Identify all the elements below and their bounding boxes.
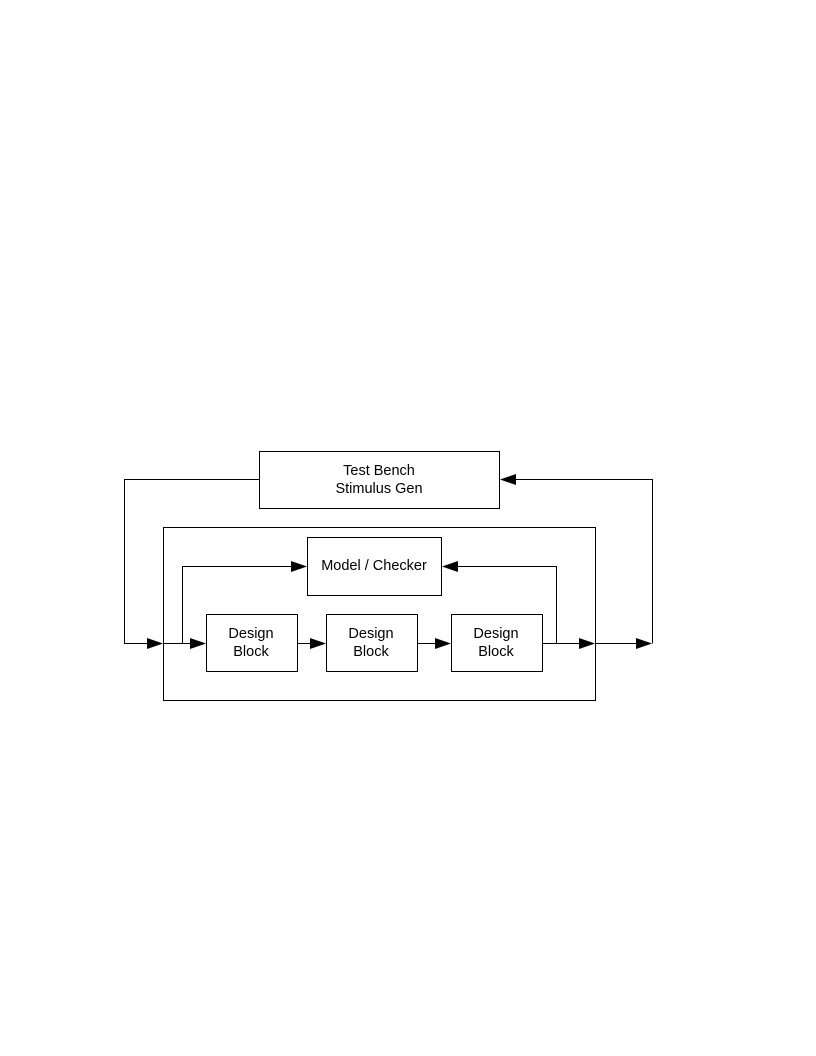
arrowhead-external-output — [636, 638, 652, 649]
test-bench-label-line1: Test Bench — [343, 463, 415, 479]
arrowhead-into-test-bench — [500, 474, 516, 485]
design-block-1-label-line1: Design — [228, 626, 273, 642]
arrowhead-into-block-2 — [310, 638, 326, 649]
arrowhead-into-checker-left — [291, 561, 307, 572]
arrowhead-into-checker-right — [442, 561, 458, 572]
design-block-2-label-line2: Block — [353, 644, 389, 660]
checker-input-wire — [182, 566, 292, 644]
test-bench-box — [259, 451, 500, 509]
arrowhead-into-container — [147, 638, 163, 649]
response-wire — [515, 479, 653, 644]
arrowhead-container-output — [579, 638, 595, 649]
design-block-2-label-line1: Design — [348, 626, 393, 642]
design-block-3 — [451, 614, 543, 672]
design-block-3-label-line1: Design — [473, 626, 518, 642]
design-block-3-label-line2: Block — [478, 644, 514, 660]
model-checker-box — [307, 537, 442, 596]
stimulus-wire — [124, 479, 260, 644]
arrowhead-into-block-1 — [190, 638, 206, 649]
model-checker-label: Model / Checker — [321, 558, 427, 574]
design-block-1-label-line2: Block — [233, 644, 269, 660]
arrowhead-into-block-3 — [435, 638, 451, 649]
design-block-2 — [326, 614, 418, 672]
test-bench-label-line2: Stimulus Gen — [335, 481, 422, 497]
design-block-1 — [206, 614, 298, 672]
checker-output-wire — [457, 566, 557, 644]
